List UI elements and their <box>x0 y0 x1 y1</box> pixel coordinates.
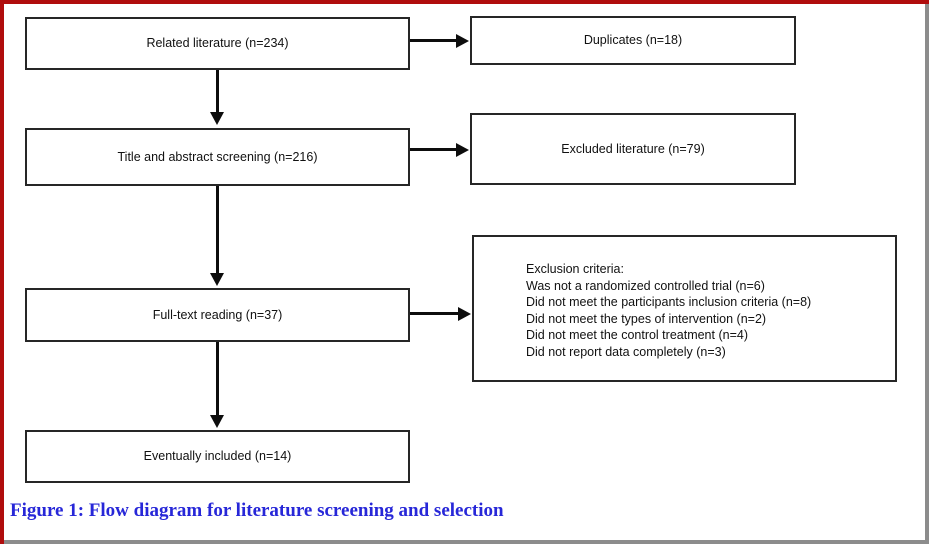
connector-related-to-screening <box>216 70 219 115</box>
arrowhead-down-icon <box>210 273 224 286</box>
figure-caption: Figure 1: Flow diagram for literature sc… <box>10 500 504 521</box>
flow-node-excluded-literature: Excluded literature (n=79) <box>470 113 796 185</box>
arrowhead-right-icon <box>456 34 469 48</box>
figure-shadow-bottom <box>4 540 929 544</box>
connector-fulltext-to-criteria <box>410 312 464 315</box>
flow-node-exclusion-criteria: Exclusion criteria: Was not a randomized… <box>472 235 897 382</box>
arrowhead-down-icon <box>210 112 224 125</box>
connector-fulltext-to-included <box>216 342 219 417</box>
arrowhead-right-icon <box>458 307 471 321</box>
flow-node-related-literature: Related literature (n=234) <box>25 17 410 70</box>
flow-node-eventually-included: Eventually included (n=14) <box>25 430 410 483</box>
connector-related-to-duplicates <box>410 39 462 42</box>
exclusion-criteria-text: Exclusion criteria: Was not a randomized… <box>526 262 812 359</box>
connector-screening-to-excluded <box>410 148 462 151</box>
flow-node-duplicates: Duplicates (n=18) <box>470 16 796 65</box>
arrowhead-down-icon <box>210 415 224 428</box>
connector-screening-to-fulltext <box>216 186 219 275</box>
flow-node-full-text-reading: Full-text reading (n=37) <box>25 288 410 342</box>
figure-shadow-right <box>925 4 929 544</box>
flow-node-title-abstract-screening: Title and abstract screening (n=216) <box>25 128 410 186</box>
arrowhead-right-icon <box>456 143 469 157</box>
